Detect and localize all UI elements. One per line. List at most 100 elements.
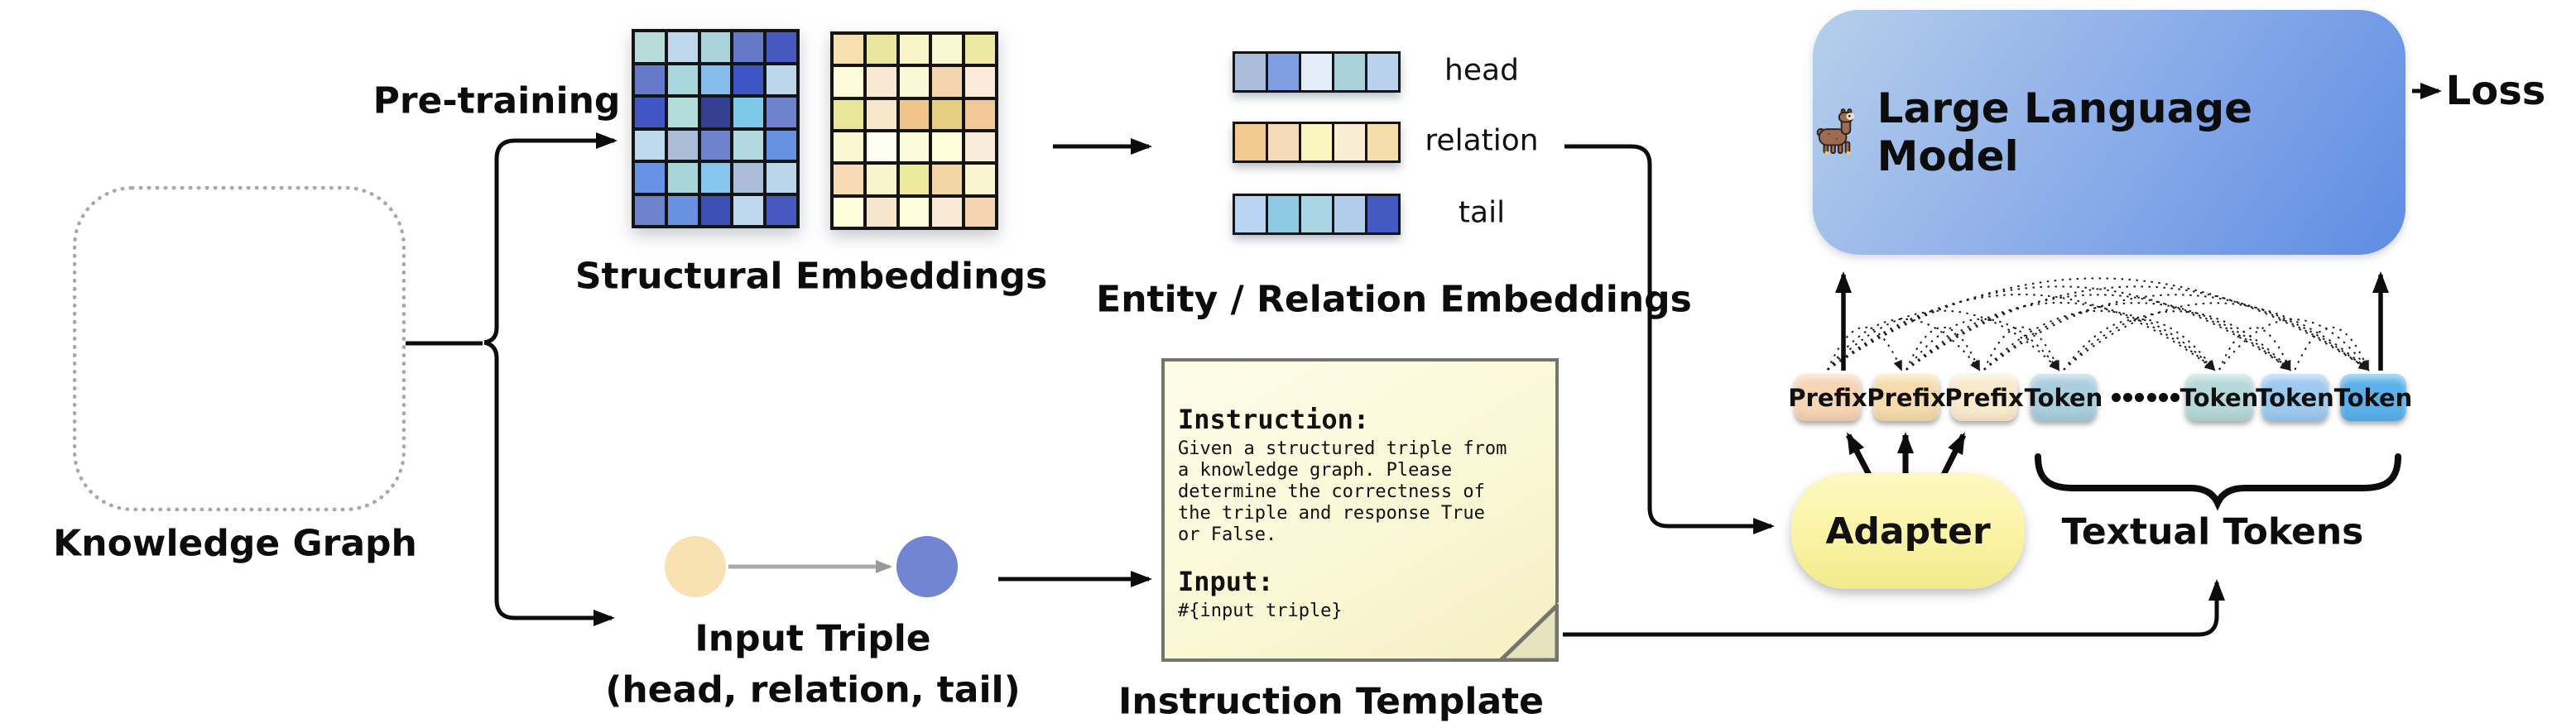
matrix-cell-0-1 [667, 32, 698, 62]
chip-prefix-2: Prefix [1944, 374, 2024, 421]
matrix-cell-1-0 [834, 67, 863, 97]
matrix-cell-0-3 [932, 35, 963, 65]
input-triple-graphic [665, 536, 958, 597]
arrows-adapter-to-prefix [1845, 432, 1967, 476]
adapter-label: Adapter [1825, 510, 1991, 553]
matrix-cell-4-3 [733, 163, 764, 193]
vector-cell-0 [1235, 54, 1266, 90]
matrix-cell-1-2 [899, 67, 930, 97]
vector-cell-1 [1268, 196, 1299, 232]
matrix-cell-1-1 [667, 65, 698, 94]
llama-icon [1816, 108, 1855, 155]
llm-label: Large Language Model [1877, 84, 2253, 180]
knowledge-graph-label: Knowledge Graph [53, 522, 417, 565]
matrix-cell-5-3 [932, 197, 963, 227]
matrix-cell-4-2 [899, 165, 930, 194]
adapter-box: Adapter [1791, 473, 2025, 589]
chip-token-7: Token [2334, 374, 2412, 421]
vector-cell-2 [1301, 124, 1332, 160]
llm-box: Large Language Model [1813, 10, 2405, 255]
chip-token-6: Token [2256, 374, 2334, 421]
structural-embeddings-label: Structural Embeddings [574, 255, 1048, 298]
chip-prefix-1: Prefix [1867, 374, 1946, 421]
vector-cell-1 [1268, 54, 1299, 90]
matrix-cell-4-0 [834, 165, 863, 194]
matrix-cell-3-1 [667, 130, 698, 160]
matrix-cell-0-4 [965, 35, 995, 65]
entity-relation-embeddings-label: Entity / Relation Embeddings [1096, 278, 1692, 321]
matrix-cell-2-2 [700, 98, 731, 127]
arrow-embeddings-to-adapter [1564, 144, 1775, 534]
structural-embedding-matrix-relations [830, 31, 998, 230]
matrix-cell-1-0 [635, 65, 665, 94]
matrix-cell-1-3 [733, 65, 764, 94]
attention-arc [2063, 302, 2370, 371]
attention-arc [1983, 302, 2292, 371]
matrix-cell-1-2 [700, 65, 731, 94]
matrix-cell-1-1 [866, 67, 896, 97]
matrix-cell-1-4 [767, 65, 796, 94]
matrix-cell-4-3 [932, 165, 963, 194]
attention-arc [2218, 327, 2291, 371]
attention-arc [1983, 310, 2216, 371]
attention-arc [2218, 318, 2370, 371]
matrix-cell-5-2 [899, 197, 930, 227]
matrix-cell-1-3 [932, 67, 963, 97]
instruction-note: Instruction: Given a structured triple f… [1161, 358, 1559, 662]
instruction-template-label: Instruction Template [1117, 680, 1545, 723]
textual-tokens-brace [2035, 453, 2401, 511]
attention-arc [1906, 301, 2216, 371]
arrow-note-to-tokens [1563, 579, 2225, 637]
vector-label-head: head [1444, 53, 1519, 88]
matrix-cell-3-2 [899, 132, 930, 162]
vector-label-relation: relation [1425, 123, 1539, 158]
matrix-cell-2-0 [635, 98, 665, 127]
matrix-cell-0-2 [700, 32, 731, 62]
vector-cell-4 [1367, 196, 1398, 232]
matrix-cell-0-3 [733, 32, 764, 62]
note-heading: Instruction: [1178, 404, 1370, 435]
matrix-cell-4-4 [767, 163, 796, 193]
vector-cell-3 [1334, 54, 1365, 90]
note-body: Given a structured triple from a knowled… [1178, 438, 1507, 545]
attention-arc [1906, 285, 2370, 371]
ellipsis-dots [2112, 393, 2180, 402]
matrix-cell-0-0 [635, 32, 665, 62]
matrix-cell-0-4 [767, 32, 796, 62]
matrix-cell-5-4 [965, 197, 995, 227]
matrix-cell-2-1 [667, 98, 698, 127]
vector-row-head [1233, 51, 1401, 93]
matrix-cell-4-2 [700, 163, 731, 193]
matrix-cell-3-4 [965, 132, 995, 162]
attention-arc [1827, 293, 2216, 371]
matrix-cell-2-2 [899, 99, 930, 129]
matrix-cell-3-3 [932, 132, 963, 162]
triple-head-node [665, 536, 726, 597]
matrix-cell-3-1 [866, 132, 896, 162]
matrix-cell-0-1 [866, 35, 896, 65]
chip-token-3: Token [2025, 374, 2103, 421]
vector-cell-1 [1268, 124, 1299, 160]
structural-embedding-matrix-entities [632, 29, 800, 228]
vector-cell-3 [1334, 196, 1365, 232]
matrix-cell-2-1 [866, 99, 896, 129]
chip-prefix-0: Prefix [1788, 374, 1867, 421]
input-triple-label: Input Triple [694, 617, 931, 660]
attention-arc [2063, 318, 2216, 371]
attention-arc [2063, 310, 2291, 371]
attention-arc [1827, 309, 2060, 371]
attention-arc [1906, 318, 2060, 371]
vector-cell-0 [1235, 124, 1266, 160]
vector-cell-4 [1367, 54, 1398, 90]
matrix-cell-3-3 [733, 130, 764, 160]
attention-arc [1827, 277, 2370, 371]
matrix-cell-1-4 [965, 67, 995, 97]
matrix-cell-2-3 [932, 99, 963, 129]
vector-cell-0 [1235, 196, 1266, 232]
vector-row-relation [1233, 122, 1401, 163]
attention-arc [1983, 326, 2059, 371]
matrix-cell-4-1 [866, 165, 896, 194]
matrix-cell-0-0 [834, 35, 863, 65]
attention-arc [2294, 326, 2369, 371]
